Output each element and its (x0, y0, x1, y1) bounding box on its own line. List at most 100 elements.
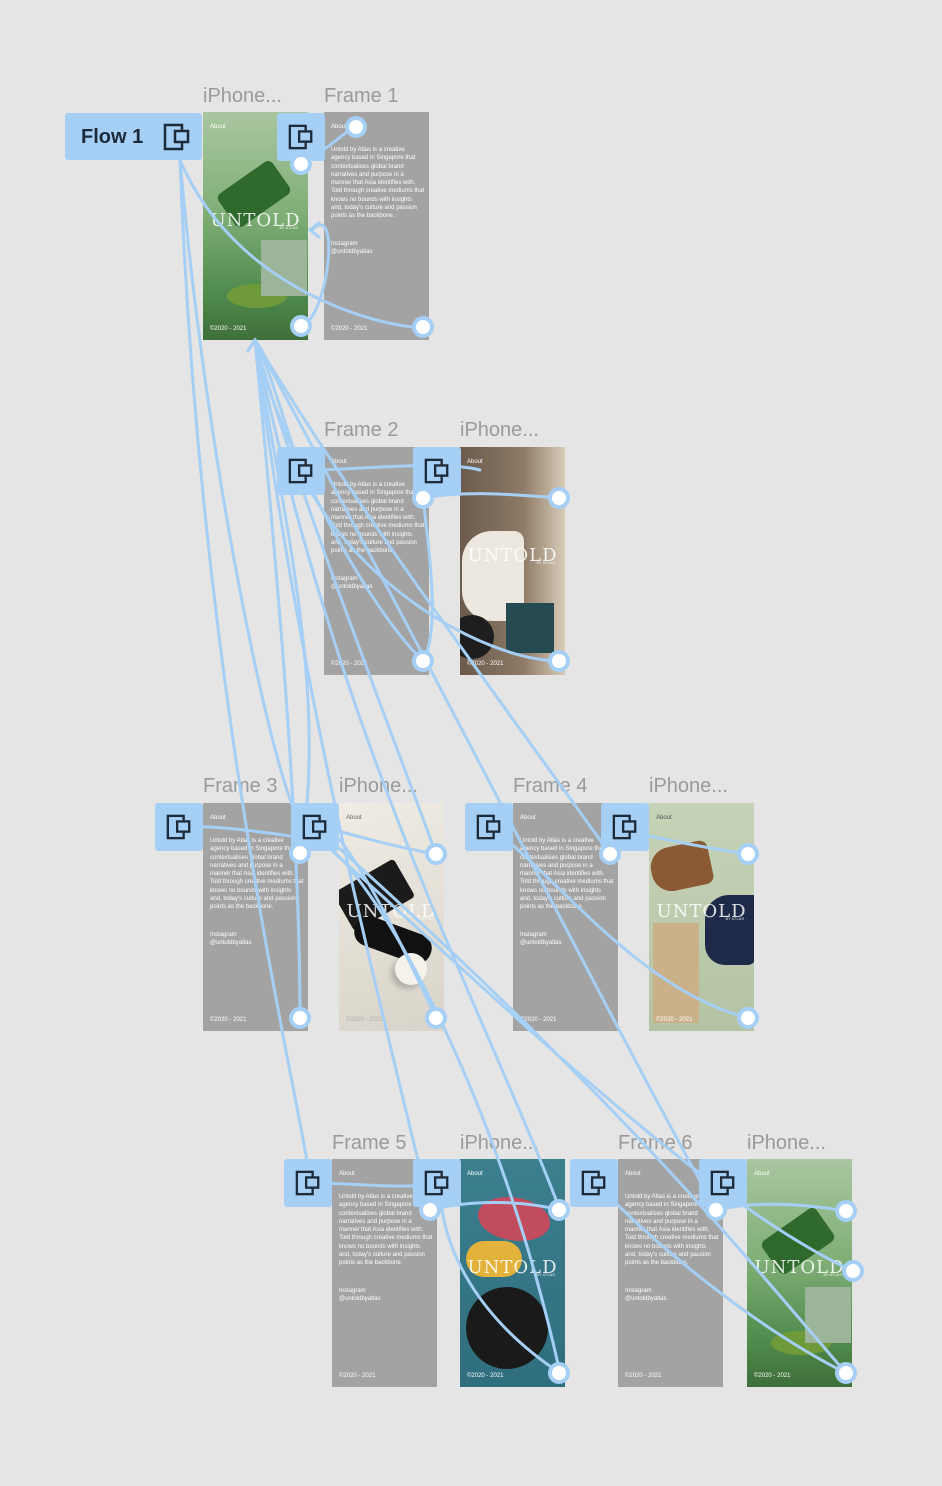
prototype-handle[interactable] (284, 1159, 332, 1207)
connection-wire (318, 838, 855, 1273)
frame-instagram-text: Instagram@untoldbyatlas (210, 931, 251, 947)
iphone-frame-1-label[interactable]: iPhone... (203, 85, 282, 107)
connection-wire (421, 496, 434, 663)
connection-node-icon (835, 1200, 857, 1222)
instagram-label: Instagram (331, 576, 358, 582)
connection-node-icon (737, 843, 759, 865)
connection-wire (421, 492, 562, 500)
prototype-start-icon (612, 814, 637, 840)
iphone-frame-3-label[interactable]: iPhone... (339, 775, 418, 797)
frame-1-label[interactable]: Frame 1 (324, 85, 399, 107)
frame-instagram-text: Instagram @untoldbyatlas (339, 1287, 380, 1303)
connection-wire (594, 1181, 848, 1375)
frame-about-text: About (754, 1171, 770, 1177)
connection-wire (253, 338, 718, 1212)
connection-node-icon (289, 1007, 311, 1029)
prototype-handle[interactable] (155, 803, 203, 851)
instagram-handle[interactable]: @untoldbyatlas (625, 1296, 667, 1302)
prototype-start-icon (302, 814, 327, 840)
frame-footer-text: ©2020 - 2021 (346, 1017, 383, 1023)
brand-sub-text: BY ATLAS (823, 1272, 842, 1277)
prototype-handle[interactable] (413, 1159, 461, 1207)
frame-footer-text: ©2020 - 2021 (656, 1017, 693, 1023)
frame-footer-text: ©2020 - 2021 (331, 326, 368, 332)
instagram-handle[interactable]: @untoldbyatlas (331, 584, 373, 590)
frame-about-text: About (467, 1171, 483, 1177)
frame-about-text: About (656, 815, 672, 821)
arrowhead-icon (245, 337, 265, 353)
pedestal-block (506, 603, 554, 653)
connection-node-icon (290, 315, 312, 337)
connection-wire (253, 338, 311, 855)
frame-about-text: About (520, 815, 536, 821)
frame-5-label[interactable]: Frame 5 (332, 1132, 407, 1154)
frame-instagram-text: Instagram@untoldbyatlas (625, 1287, 666, 1303)
iphone-frame-1[interactable]: About UNTOLD BY ATLAS ©2020 - 2021 (203, 112, 308, 340)
frame-4-label[interactable]: Frame 4 (513, 775, 588, 797)
prototype-start-icon (288, 124, 313, 150)
frame-body-text: Untold by Atlas is a creative agency bas… (339, 1194, 433, 1267)
iphone-frame-4-label[interactable]: iPhone... (649, 775, 728, 797)
frame-footer-text: ©2020 - 2021 (210, 326, 247, 332)
frame-1[interactable]: About Untold by Atlas is a creative agen… (324, 112, 429, 340)
connection-node-icon (425, 1007, 447, 1029)
connection-node-icon (425, 843, 447, 865)
frame-footer-text: ©2020 - 2021 (467, 1373, 504, 1379)
iphone-frame-2[interactable]: About UNTOLD BY ATLAS ©2020 - 2021 (460, 447, 565, 675)
instagram-handle[interactable]: @untoldbyatlas (210, 940, 252, 946)
instagram-label: Instagram (520, 932, 547, 938)
instagram-label: Instagram (331, 241, 358, 247)
instagram-handle[interactable]: @untoldbyatlas (339, 1296, 381, 1302)
connection-node-icon (548, 650, 570, 672)
brand-logo-text: UNTOLD (210, 210, 301, 231)
iphone-frame-4[interactable]: About UNTOLD BY ATLAS ©2020 - 2021 (649, 803, 754, 1031)
frame-2-label[interactable]: Frame 2 (324, 419, 399, 441)
iphone-frame-6[interactable]: About UNTOLD BY ATLAS ©2020 - 2021 (747, 1159, 852, 1387)
instagram-handle[interactable]: @untoldbyatlas (520, 940, 562, 946)
frame-about-text: About (339, 1171, 355, 1177)
prototype-handle[interactable] (465, 803, 513, 851)
prototype-start-icon (166, 814, 191, 840)
instagram-handle[interactable]: @untoldbyatlas (331, 249, 373, 255)
connection-node-icon (705, 1199, 727, 1221)
brand-sub-text: BY ATLAS (725, 916, 744, 921)
connection-node-icon (419, 1199, 441, 1221)
flow-start-tag[interactable]: Flow 1 (65, 113, 202, 160)
prototype-start-icon (710, 1170, 735, 1196)
prototype-handle[interactable] (277, 447, 325, 495)
instagram-label: Instagram (339, 1288, 366, 1294)
connection-node-icon (548, 487, 570, 509)
brand-logo-text: UNTOLD (754, 1257, 845, 1278)
prototype-start-icon (288, 458, 313, 484)
frame-about-text: About (346, 815, 362, 821)
frame-3[interactable]: About Untold by Atlas is a creative agen… (203, 803, 308, 1031)
iphone-frame-6-label[interactable]: iPhone... (747, 1132, 826, 1154)
iphone-frame-2-label[interactable]: iPhone... (460, 419, 539, 441)
frame-about-text: About (210, 815, 226, 821)
frame-5[interactable]: About Untold by Atlas is a creative agen… (332, 1159, 437, 1387)
connection-wire (338, 838, 438, 1020)
prototype-start-icon (581, 1170, 606, 1196)
brand-sub-text: BY ATLAS (536, 1272, 555, 1277)
iphone-frame-5-label[interactable]: iPhone... (460, 1132, 539, 1154)
prototype-handle[interactable] (601, 803, 649, 851)
connection-node-icon (412, 487, 434, 509)
frame-instagram-text: Instagram @untoldbyatlas (331, 240, 372, 256)
frame-footer-text: ©2020 - 2021 (467, 661, 504, 667)
frame-footer-text: ©2020 - 2021 (754, 1373, 791, 1379)
frame-about-text: About (467, 459, 483, 465)
prototype-handle[interactable] (413, 447, 461, 495)
frame-about-text: About (210, 124, 226, 130)
brand-logo-text: UNTOLD (656, 901, 747, 922)
prototype-handle[interactable] (699, 1159, 747, 1207)
connection-node-icon (345, 116, 367, 138)
connection-node-icon (835, 1362, 857, 1384)
brand-sub-text: BY ATLAS (279, 225, 298, 230)
connection-node-icon (412, 650, 434, 672)
prototype-handle[interactable] (570, 1159, 618, 1207)
connection-wire (438, 1181, 562, 1375)
frame-2[interactable]: About Untold by Atlas is a creative agen… (324, 447, 429, 675)
prototype-start-icon (424, 458, 449, 484)
